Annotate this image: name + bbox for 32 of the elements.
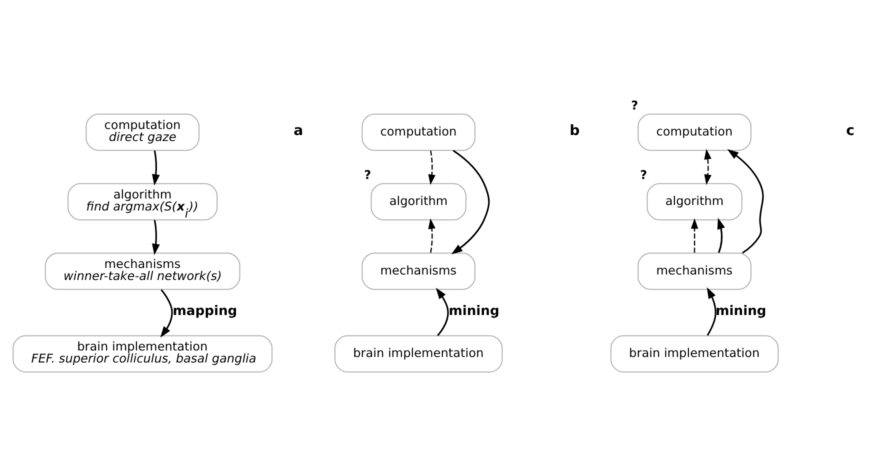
arrow [152, 150, 160, 186]
label: c [846, 122, 854, 139]
node-box: computation [362, 114, 476, 151]
node-label: ? [631, 98, 638, 113]
edge-label: mapping [172, 304, 238, 319]
arrow [706, 287, 716, 336]
node-label: ? [640, 168, 648, 182]
arrow [451, 150, 490, 254]
arrow [160, 289, 173, 338]
node-label: ? [364, 168, 372, 182]
node-box: brain implementation [610, 335, 779, 372]
node-box: brain implementation [334, 335, 503, 372]
arrow [152, 220, 160, 256]
arrow [436, 288, 449, 336]
arrow [727, 149, 764, 254]
node-box: brain implementation FEF. superior colliculus, basal ganglia [12, 335, 272, 372]
node-box: mechanisms [638, 252, 752, 290]
edge-label: mining [448, 304, 500, 319]
node-box: algorithm [646, 183, 742, 220]
node-box: computation [638, 114, 752, 151]
node-box: mechanisms [362, 252, 476, 290]
node-box: algorithm [370, 183, 466, 220]
label: b [570, 122, 580, 139]
label: a [294, 122, 304, 139]
arrow [717, 218, 725, 253]
arrow [690, 218, 698, 253]
arrow [428, 218, 436, 253]
arrow [428, 150, 436, 185]
arrow [704, 148, 712, 185]
node-box: mechanisms winner-take-all network(s) [44, 252, 240, 290]
edge-label: mining [716, 304, 766, 319]
node-box: computation direct gaze [86, 114, 200, 151]
